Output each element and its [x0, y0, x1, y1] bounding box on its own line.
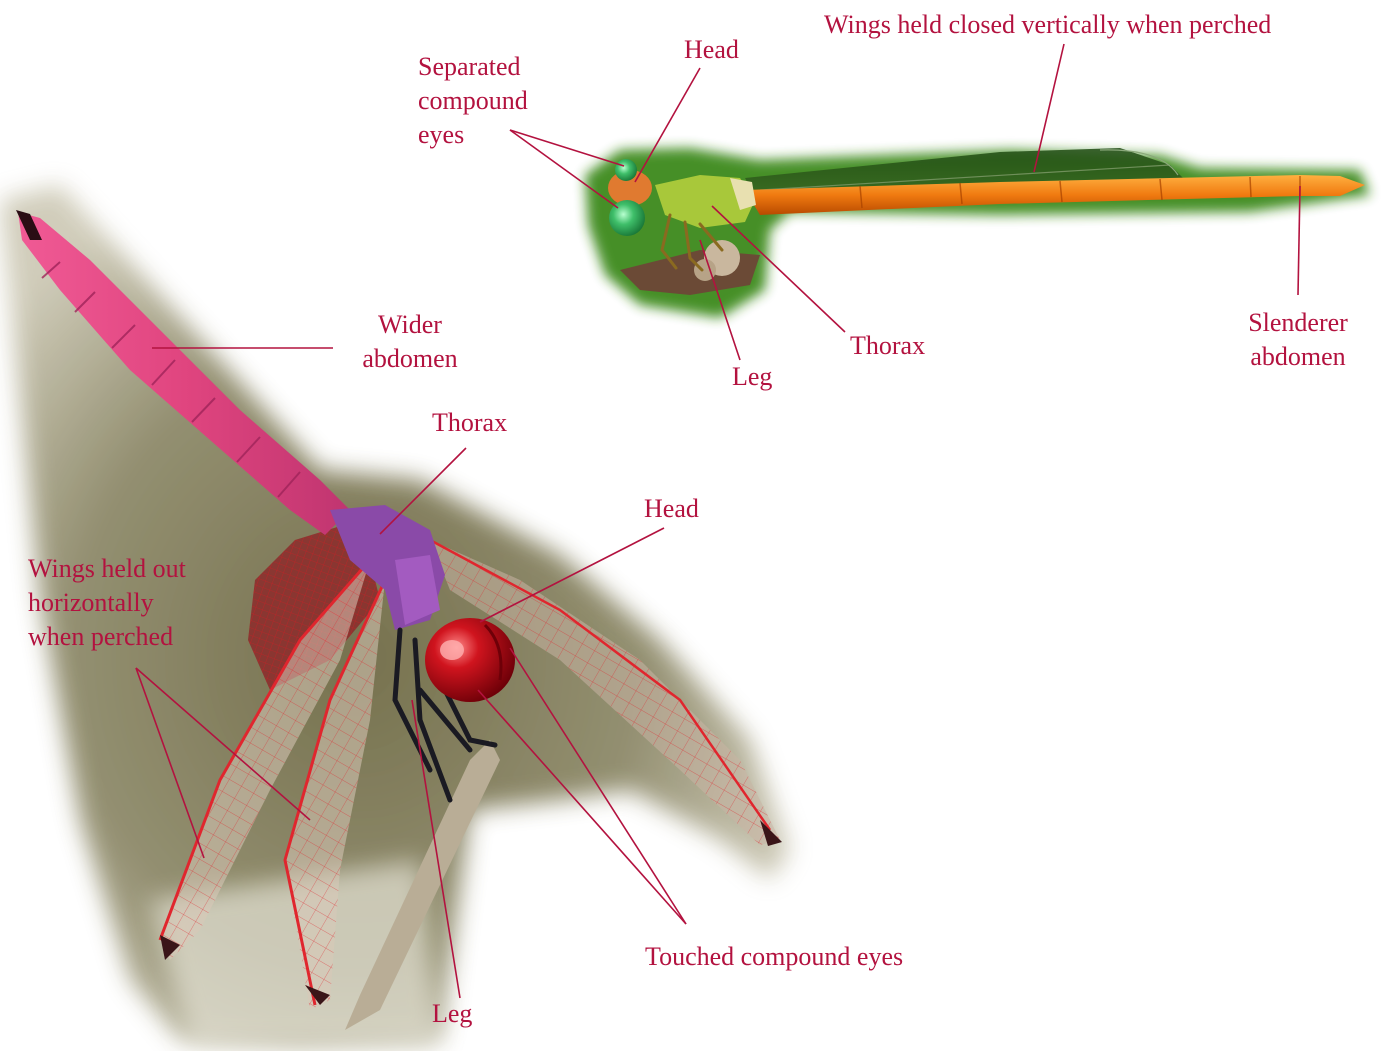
- label-separated-compound-eyes: Separated compound eyes: [418, 50, 528, 152]
- label-wings-closed-vertically: Wings held closed vertically when perche…: [824, 8, 1271, 42]
- label-line: abdomen: [340, 342, 480, 376]
- label-slenderer-abdomen: Slenderer abdomen: [1238, 306, 1358, 374]
- label-damselfly-head: Head: [684, 33, 739, 67]
- label-dragonfly-head: Head: [644, 492, 699, 526]
- label-line: when perched: [28, 620, 186, 654]
- label-dragonfly-leg: Leg: [432, 997, 472, 1031]
- label-line: Wings held out: [28, 552, 186, 586]
- label-dragonfly-thorax: Thorax: [432, 406, 507, 440]
- label-line: horizontally: [28, 586, 186, 620]
- damselfly-eye-upper: [615, 159, 637, 181]
- label-line: compound: [418, 84, 528, 118]
- label-line: Slenderer: [1238, 306, 1358, 340]
- label-line: Wider: [340, 308, 480, 342]
- label-touched-compound-eyes: Touched compound eyes: [645, 940, 903, 974]
- label-line: abdomen: [1238, 340, 1358, 374]
- label-damselfly-thorax: Thorax: [850, 329, 925, 363]
- label-damselfly-leg: Leg: [732, 360, 772, 394]
- label-line: eyes: [418, 118, 528, 152]
- label-wider-abdomen: Wider abdomen: [340, 308, 480, 376]
- label-wings-held-horizontally: Wings held out horizontally when perched: [28, 552, 186, 654]
- damselfly-photo: [585, 148, 1370, 318]
- label-line: Separated: [418, 50, 528, 84]
